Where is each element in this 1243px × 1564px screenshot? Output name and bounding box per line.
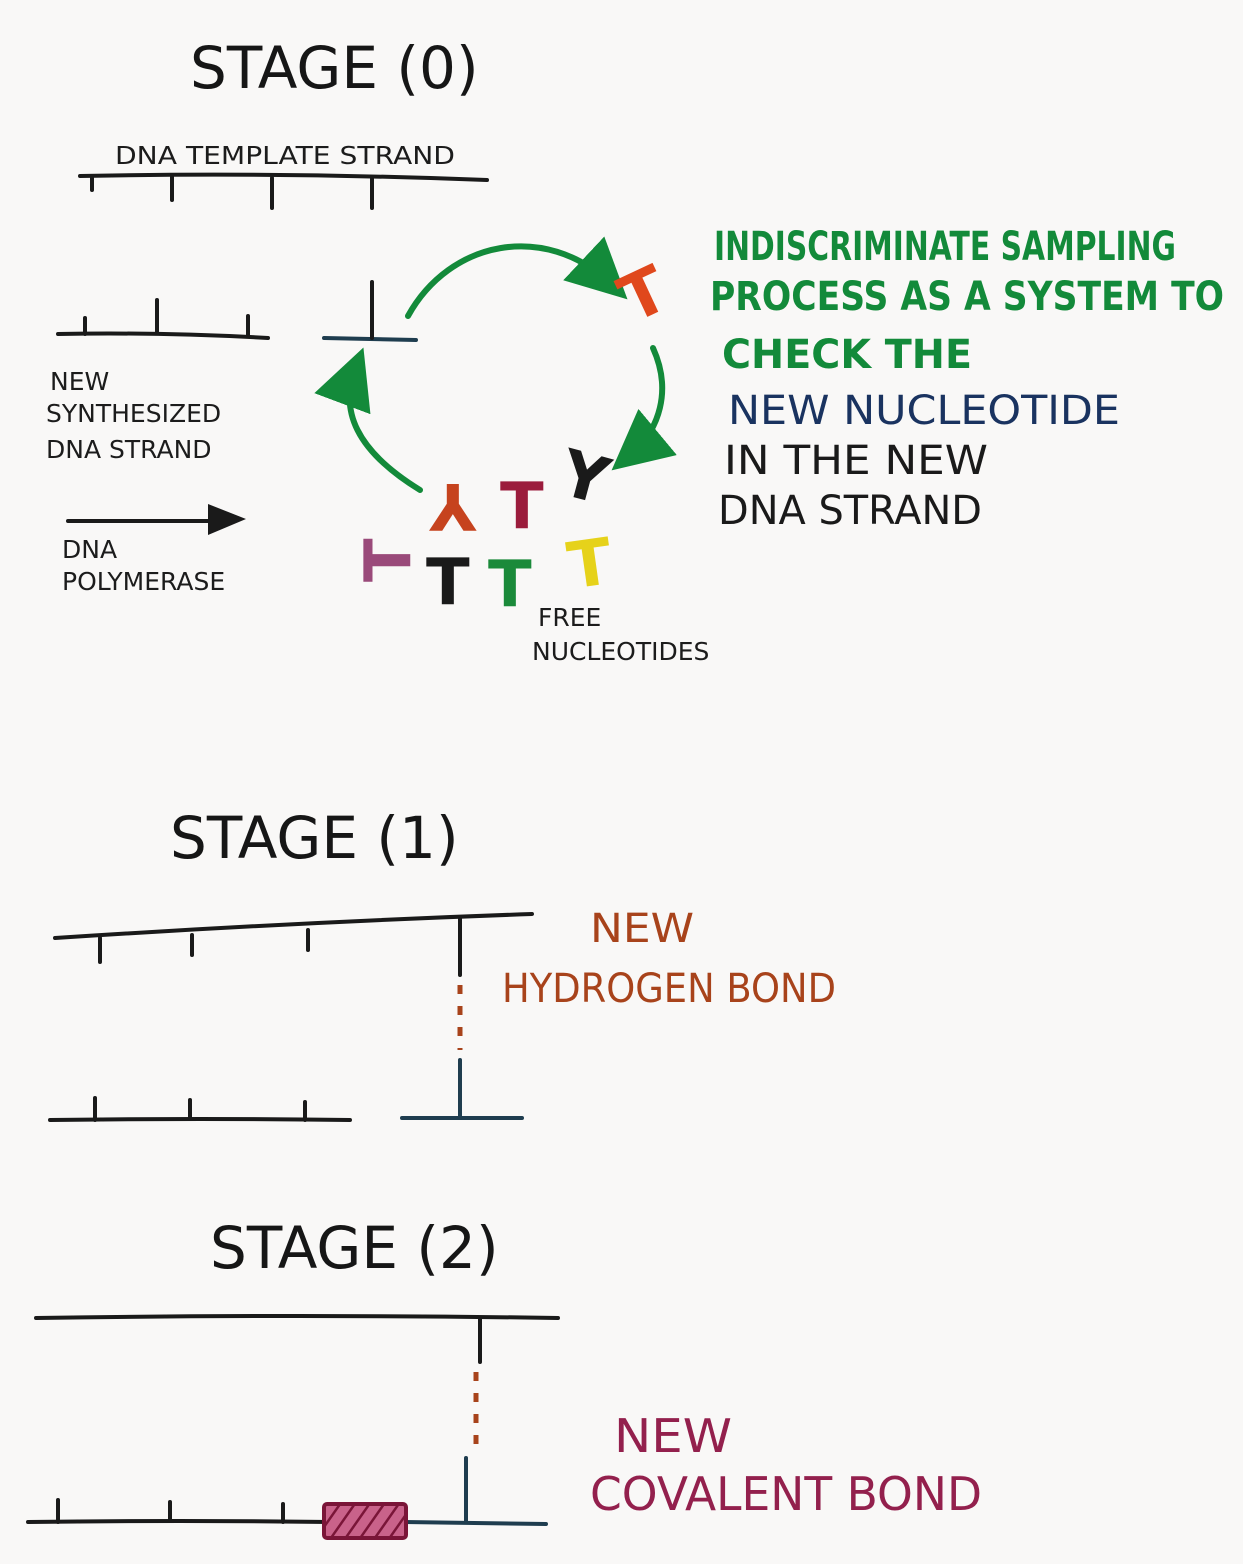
- stage-0-title: STAGE (0): [190, 34, 479, 102]
- free-nucleotides-label-line-2: NUCLEOTIDES: [532, 637, 709, 666]
- nucleotide-glyph-orange-y: Y: [429, 468, 477, 542]
- polymerase-label-line-1: DNA: [62, 535, 117, 564]
- nucleotide-glyph-crimson-t: T: [500, 470, 544, 544]
- nucleotide-glyph-black-y: Y: [552, 436, 618, 520]
- covalent-bond-marker: [322, 1502, 408, 1540]
- stage-1-template-strand: [53, 912, 534, 977]
- sampling-text-line-6: DNA STRAND: [718, 488, 982, 534]
- new-strand-label-line-2: SYNTHESIZED: [46, 399, 221, 428]
- nucleotide-glyph-yellow-t: T: [563, 525, 617, 604]
- polymerase-label-line-2: POLYMERASE: [62, 567, 225, 596]
- sampling-text-line-1: INDISCRIMINATE SAMPLING: [714, 224, 1176, 270]
- stage-1-title: STAGE (1): [170, 804, 459, 872]
- sampling-cycle-arrows: [314, 236, 677, 493]
- new-strand-label: NEW SYNTHESIZED DNA STRAND: [46, 367, 221, 464]
- template-strand: [78, 172, 489, 210]
- stage-2-bond-label-line-2: COVALENT BOND: [590, 1467, 982, 1521]
- stage-2-new-strand: [26, 1456, 548, 1526]
- sampling-explanation: INDISCRIMINATE SAMPLING PROCESS AS A SYS…: [710, 224, 1224, 534]
- stage-1-new-strand: [48, 1058, 524, 1122]
- stage-2-bond-label-line-1: NEW: [614, 1409, 732, 1463]
- stage-1-bond-label-line-2: HYDROGEN BOND: [502, 966, 836, 1012]
- polymerase-arrow: [66, 504, 246, 535]
- sampling-text-line-3: CHECK THE: [722, 332, 972, 378]
- sampling-text-line-5: IN THE NEW: [724, 438, 988, 484]
- sampling-text-line-4: NEW NUCLEOTIDE: [728, 388, 1120, 434]
- nucleotide-glyph-mauve-t: T: [352, 538, 426, 582]
- new-synthesized-strand: [56, 298, 270, 340]
- nucleotide-glyph-red-t: T: [608, 252, 679, 338]
- incoming-nucleotide: [322, 280, 418, 342]
- free-nucleotides-label-line-1: FREE: [538, 603, 601, 632]
- stage-2-template-strand: [34, 1314, 560, 1364]
- nucleotide-glyph-black-t: T: [426, 546, 470, 620]
- stage-1-bond-label-line-1: NEW: [590, 906, 694, 952]
- template-strand-label: DNA TEMPLATE STRAND: [115, 141, 455, 170]
- new-strand-label-line-3: DNA STRAND: [46, 435, 212, 464]
- new-strand-label-line-1: NEW: [50, 367, 109, 396]
- nucleotide-glyph-green-t: T: [488, 548, 532, 622]
- sampling-text-line-2: PROCESS AS A SYSTEM TO: [710, 274, 1224, 320]
- stage-2-title: STAGE (2): [210, 1214, 499, 1282]
- nucleotide-glyphs: T Y T Y T T T T: [352, 252, 680, 622]
